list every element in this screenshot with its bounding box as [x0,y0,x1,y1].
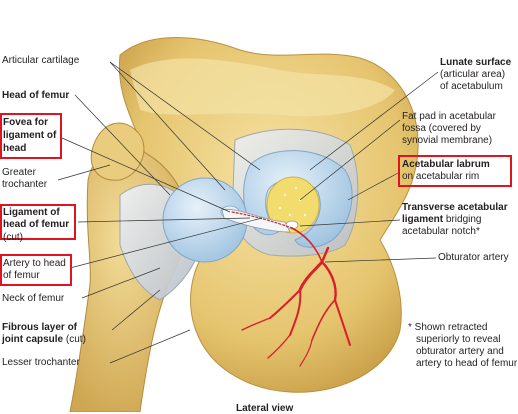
label-artery-line2: of femur [3,270,40,281]
label-artery-line1: Artery to head [3,258,66,269]
transverse-ligament-end [285,220,299,230]
label-transverse-line2-row: ligament bridging [402,214,481,225]
note-line2: superiorly to reveal [416,334,501,345]
label-ligament-line3: (cut) [3,232,23,243]
label-transverse-line3: acetabular notch* [402,226,480,237]
note-line1: * Shown retracted [408,322,488,333]
greater-trochanter [90,122,145,181]
label-greater-line1: Greater [2,167,36,178]
label-fibrous-line1: Fibrous layer of [2,322,78,333]
highlight-box-labrum [398,155,512,187]
label-fovea-line2: ligament of [3,130,57,141]
label-fatpad-line2: fossa (covered by [402,123,481,134]
label-lunate-line2: (articular area) [440,69,506,80]
iliac-shading [130,58,395,117]
ligament-of-head [221,208,291,233]
label-fatpad-line3: synovial membrane) [402,135,493,146]
label-ligament-line1: Ligament of [3,207,60,218]
note-line4: artery to head of femur [416,358,518,369]
label-obturator-artery: Obturator artery [438,252,509,263]
label-fibrous-line2-row: joint capsule (cut) [2,334,86,345]
label-ligament-line2: head of femur [3,219,70,230]
label-fibrous-line2: joint capsule [2,334,64,345]
label-fibrous-line2-suffix: (cut) [63,334,86,345]
caption-lateral-view: Lateral view [236,403,294,414]
highlight-box-fovea [0,113,62,159]
highlight-box-artery [0,254,72,286]
label-labrum-line1: Acetabular labrum [402,159,490,170]
label-lunate-line1: Lunate surface [440,57,512,68]
label-fatpad-line1: Fat pad in acetabular [402,111,496,122]
label-articular-cartilage: Articular cartilage [2,55,80,66]
label-fovea-line1: Fovea for [3,117,49,128]
label-greater-line2: trochanter [2,179,48,190]
label-transverse-line1: Transverse acetabular [402,202,508,213]
label-lesser-trochanter: Lesser trochanter [2,357,80,368]
label-lunate-line3: of acetabulum [440,81,503,92]
leader-lines [57,61,439,364]
label-transverse-line2-suffix: bridging [443,214,482,225]
label-neck-of-femur: Neck of femur [2,293,65,304]
fat-pad [266,176,320,234]
obturator-artery-branches [231,211,351,367]
label-fovea-line3: head [3,143,27,154]
highlight-box-ligament [0,204,76,240]
label-transverse-line2: ligament [402,214,444,225]
label-labrum-line2: on acetabular rim [402,171,480,182]
label-head-of-femur: Head of femur [2,90,70,101]
note-line3: obturator artery and [416,346,504,357]
